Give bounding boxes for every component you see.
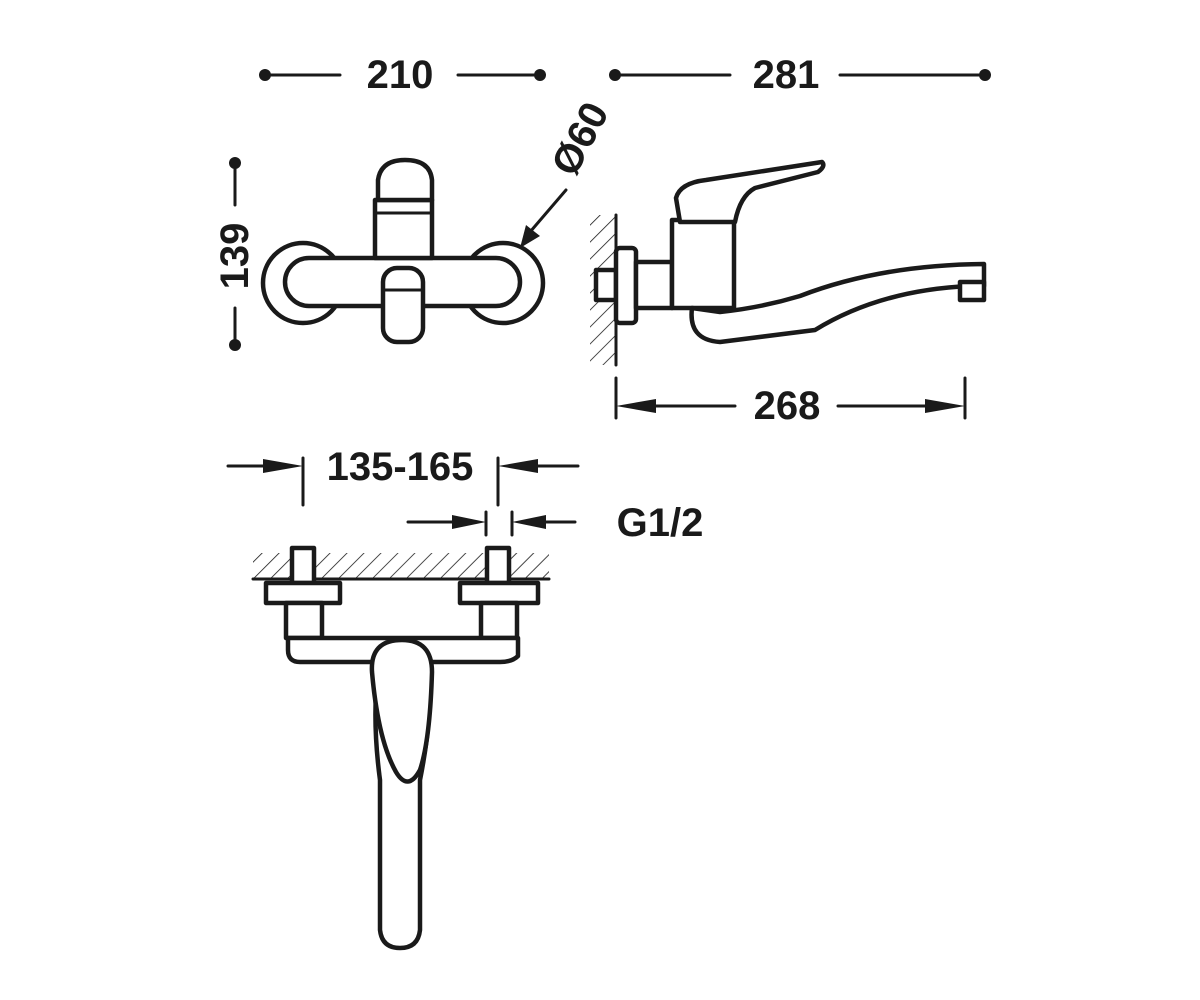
front-view-mixer: [260, 157, 546, 345]
side-view-mixer: [590, 159, 987, 367]
front-width-label: 210: [367, 53, 434, 97]
plan-view-mixer: [251, 545, 551, 951]
dimension-side-depth: 281: [609, 53, 991, 97]
centers-range-label: 135-165: [327, 445, 474, 489]
height-label: 139: [213, 223, 257, 290]
diameter-label: Ø60: [543, 95, 617, 182]
thread-label: G1/2: [617, 501, 704, 545]
dimension-spout-reach: 268: [614, 376, 967, 428]
dimension-centers-range: 135-165: [226, 445, 580, 507]
dimension-height: 139: [213, 157, 257, 351]
dimension-thread: G1/2: [406, 501, 704, 545]
spout-reach-label: 268: [754, 384, 821, 428]
dimension-front-width: 210: [259, 53, 546, 97]
side-depth-label: 281: [753, 53, 820, 97]
